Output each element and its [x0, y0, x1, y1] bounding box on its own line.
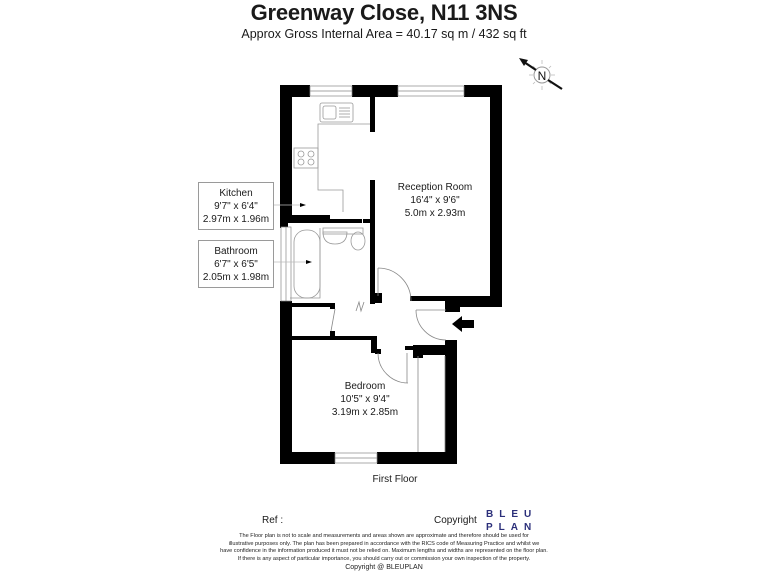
disclaimer-line: If there is any aspect of particular imp…	[237, 555, 531, 562]
north-arrow-icon: N	[519, 58, 563, 90]
kitchen-name: Kitchen	[219, 188, 253, 199]
bedroom-metric: 3.19m x 2.85m	[331, 407, 399, 418]
svg-text:N: N	[538, 69, 547, 83]
entrance-arrow-icon	[452, 316, 474, 332]
logo-line-1: BLEU	[486, 509, 538, 520]
reception-metric: 5.0m x 2.93m	[404, 208, 466, 219]
reception-name: Reception Room	[397, 182, 473, 193]
bathroom-name: Bathroom	[214, 246, 258, 257]
kitchen-metric: 2.97m x 1.96m	[202, 214, 270, 225]
disclaimer: The Floor plan is not to scale and measu…	[150, 533, 618, 572]
disclaimer-line: illustrative purposes only. The plan has…	[228, 540, 540, 547]
bedroom-label: Bedroom 10'5" x 9'4" 3.19m x 2.85m	[320, 380, 410, 419]
kitchen-label: Kitchen 9'7" x 6'4" 2.97m x 1.96m	[198, 182, 274, 230]
disclaimer-line: have confidence in the information produ…	[220, 548, 548, 555]
copyright-label: Copyright	[434, 515, 477, 526]
bathroom-imperial: 6'7" x 6'5"	[214, 259, 258, 270]
disclaimer-copyright: Copyright @ BLEUPLAN	[345, 564, 423, 572]
page-title: Greenway Close, N11 3NS	[250, 0, 518, 25]
reception-label: Reception Room 16'4" x 9'6" 5.0m x 2.93m	[390, 181, 480, 220]
floor-name: First Floor	[372, 474, 418, 485]
ref-label: Ref :	[262, 515, 284, 526]
bleuplan-logo: BLEU PLAN	[486, 508, 537, 534]
area-subtitle: Approx Gross Internal Area = 40.17 sq m …	[241, 27, 527, 41]
logo-line-2: PLAN	[486, 522, 538, 533]
disclaimer-line: The Floor plan is not to scale and measu…	[239, 533, 529, 539]
kitchen-imperial: 9'7" x 6'4"	[214, 201, 258, 212]
bathroom-metric: 2.05m x 1.98m	[202, 272, 270, 283]
bedroom-imperial: 10'5" x 9'4"	[340, 394, 390, 405]
bedroom-name: Bedroom	[344, 381, 386, 392]
reception-imperial: 16'4" x 9'6"	[410, 195, 460, 206]
bathroom-label: Bathroom 6'7" x 6'5" 2.05m x 1.98m	[198, 240, 274, 288]
